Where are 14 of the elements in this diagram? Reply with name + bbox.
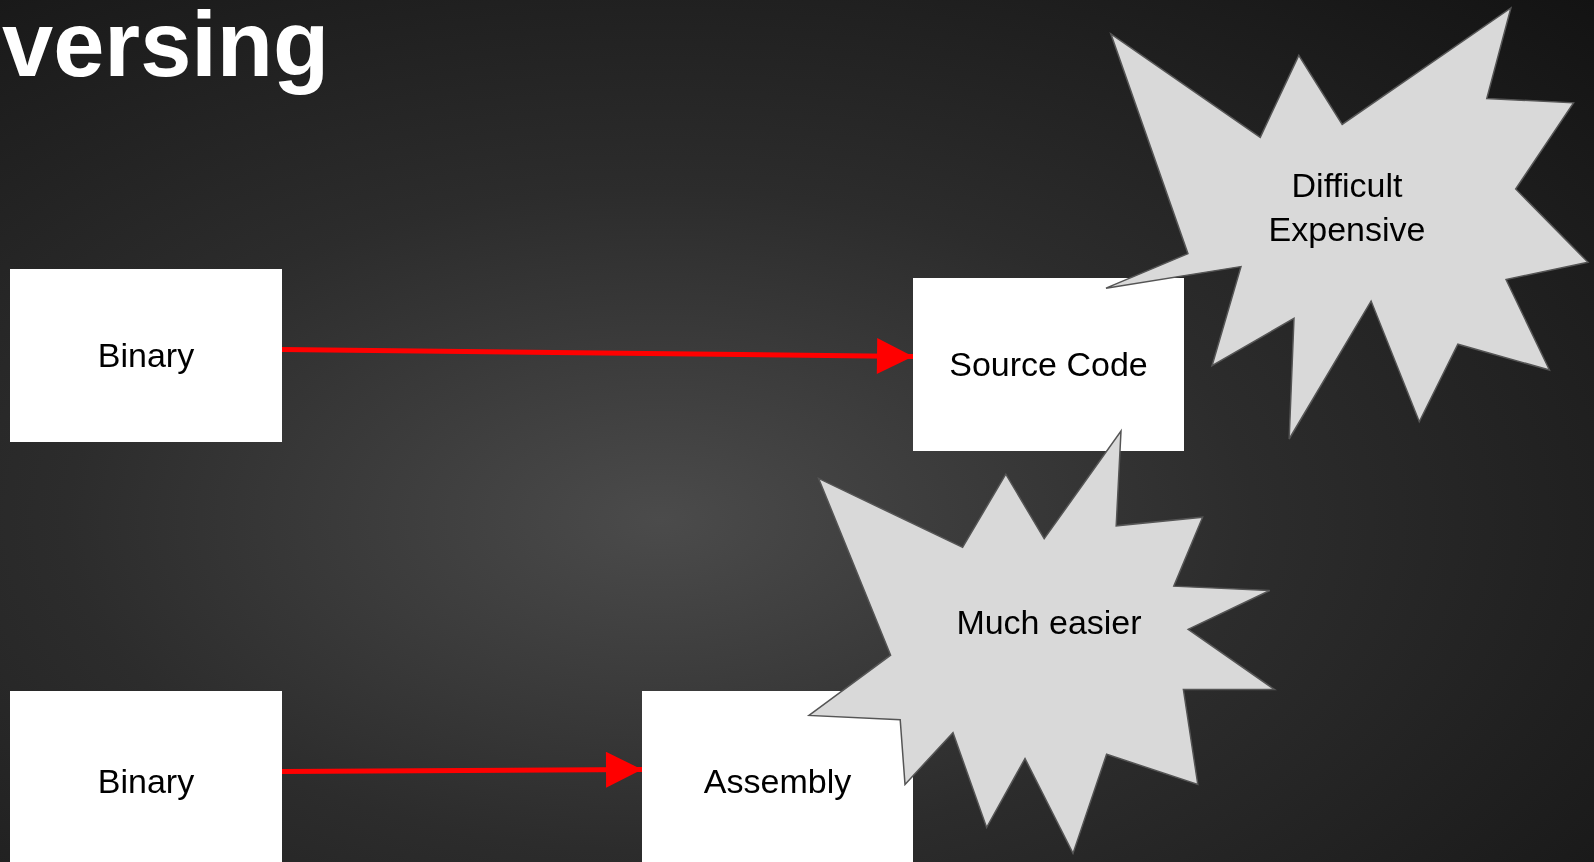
process-box bbox=[10, 269, 282, 442]
node-label: Source Code bbox=[949, 344, 1148, 386]
node-label: Assembly bbox=[703, 760, 852, 802]
slide-title: versing bbox=[2, 0, 330, 96]
node-label: Binary bbox=[97, 760, 195, 802]
arrow bbox=[281, 338, 914, 375]
node-label: Binary bbox=[97, 335, 195, 377]
process-box bbox=[913, 278, 1184, 451]
node-label: Much easier bbox=[956, 602, 1142, 644]
arrow bbox=[282, 751, 642, 788]
node-label: Difficult bbox=[1291, 165, 1403, 206]
process-box bbox=[10, 691, 282, 862]
node-label: Expensive bbox=[1268, 209, 1426, 251]
process-box bbox=[642, 691, 913, 862]
